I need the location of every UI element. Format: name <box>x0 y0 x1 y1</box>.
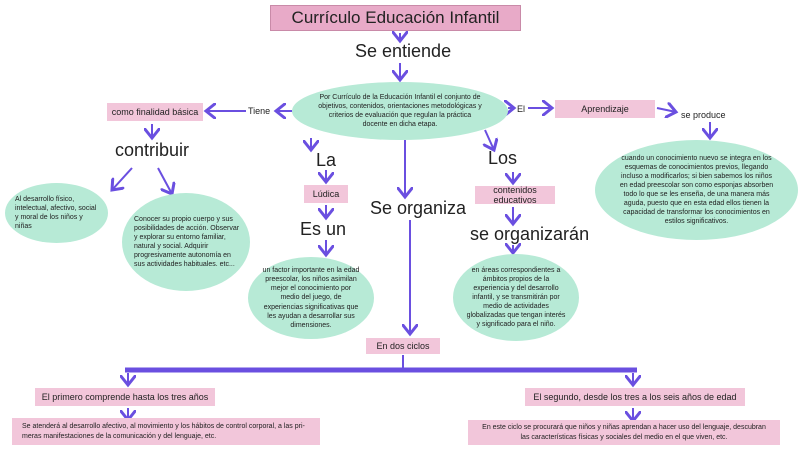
tiene-label: Tiene <box>248 106 271 116</box>
aprendizaje-ellipse: cuando un conocimiento nuevo se integra … <box>595 140 798 240</box>
ludica-box: Lúdica <box>304 185 348 203</box>
ludica-ellipse: un factor importante en la edad preescol… <box>248 257 374 339</box>
desarrollo-ellipse: Al desarrollo físico, intelectual, afect… <box>5 183 108 243</box>
se-organiza-label: Se organiza <box>370 198 467 218</box>
aprendizaje-box: Aprendizaje <box>555 100 655 118</box>
dos-ciclos-box: En dos ciclos <box>366 338 440 354</box>
contribuir-label: contribuir <box>115 140 190 160</box>
contenidos-ellipse: en áreas correspondientes a ámbitos prop… <box>453 254 579 341</box>
segundo-ciclo-detail: En este ciclo se procurará que niños y n… <box>468 420 780 445</box>
finalidad-box: como finalidad básica <box>107 103 203 121</box>
contenidos-box: contenidos educativos <box>475 185 555 205</box>
la-label: La <box>316 150 337 170</box>
los-label: Los <box>488 148 518 168</box>
definition-ellipse: Por Currículo de la Educación Infantil e… <box>292 82 508 140</box>
el-label: El <box>517 104 526 114</box>
primer-ciclo-box: El primero comprende hasta los tres años <box>35 388 215 406</box>
es-un-label: Es un <box>300 219 347 239</box>
title-box: Currículo Educación Infantil <box>270 5 521 31</box>
se-organizaran-label: se organizarán <box>470 224 590 244</box>
conocer-ellipse: Conocer su propio cuerpo y sus posibilid… <box>122 193 250 291</box>
primer-ciclo-detail: Se atenderá al desarrollo afectivo, al m… <box>12 418 320 445</box>
segundo-ciclo-box: El segundo, desde los tres a los seis añ… <box>525 388 745 406</box>
se-entiende-label: Se entiende <box>355 41 452 61</box>
se-produce-label: se produce <box>681 110 726 120</box>
